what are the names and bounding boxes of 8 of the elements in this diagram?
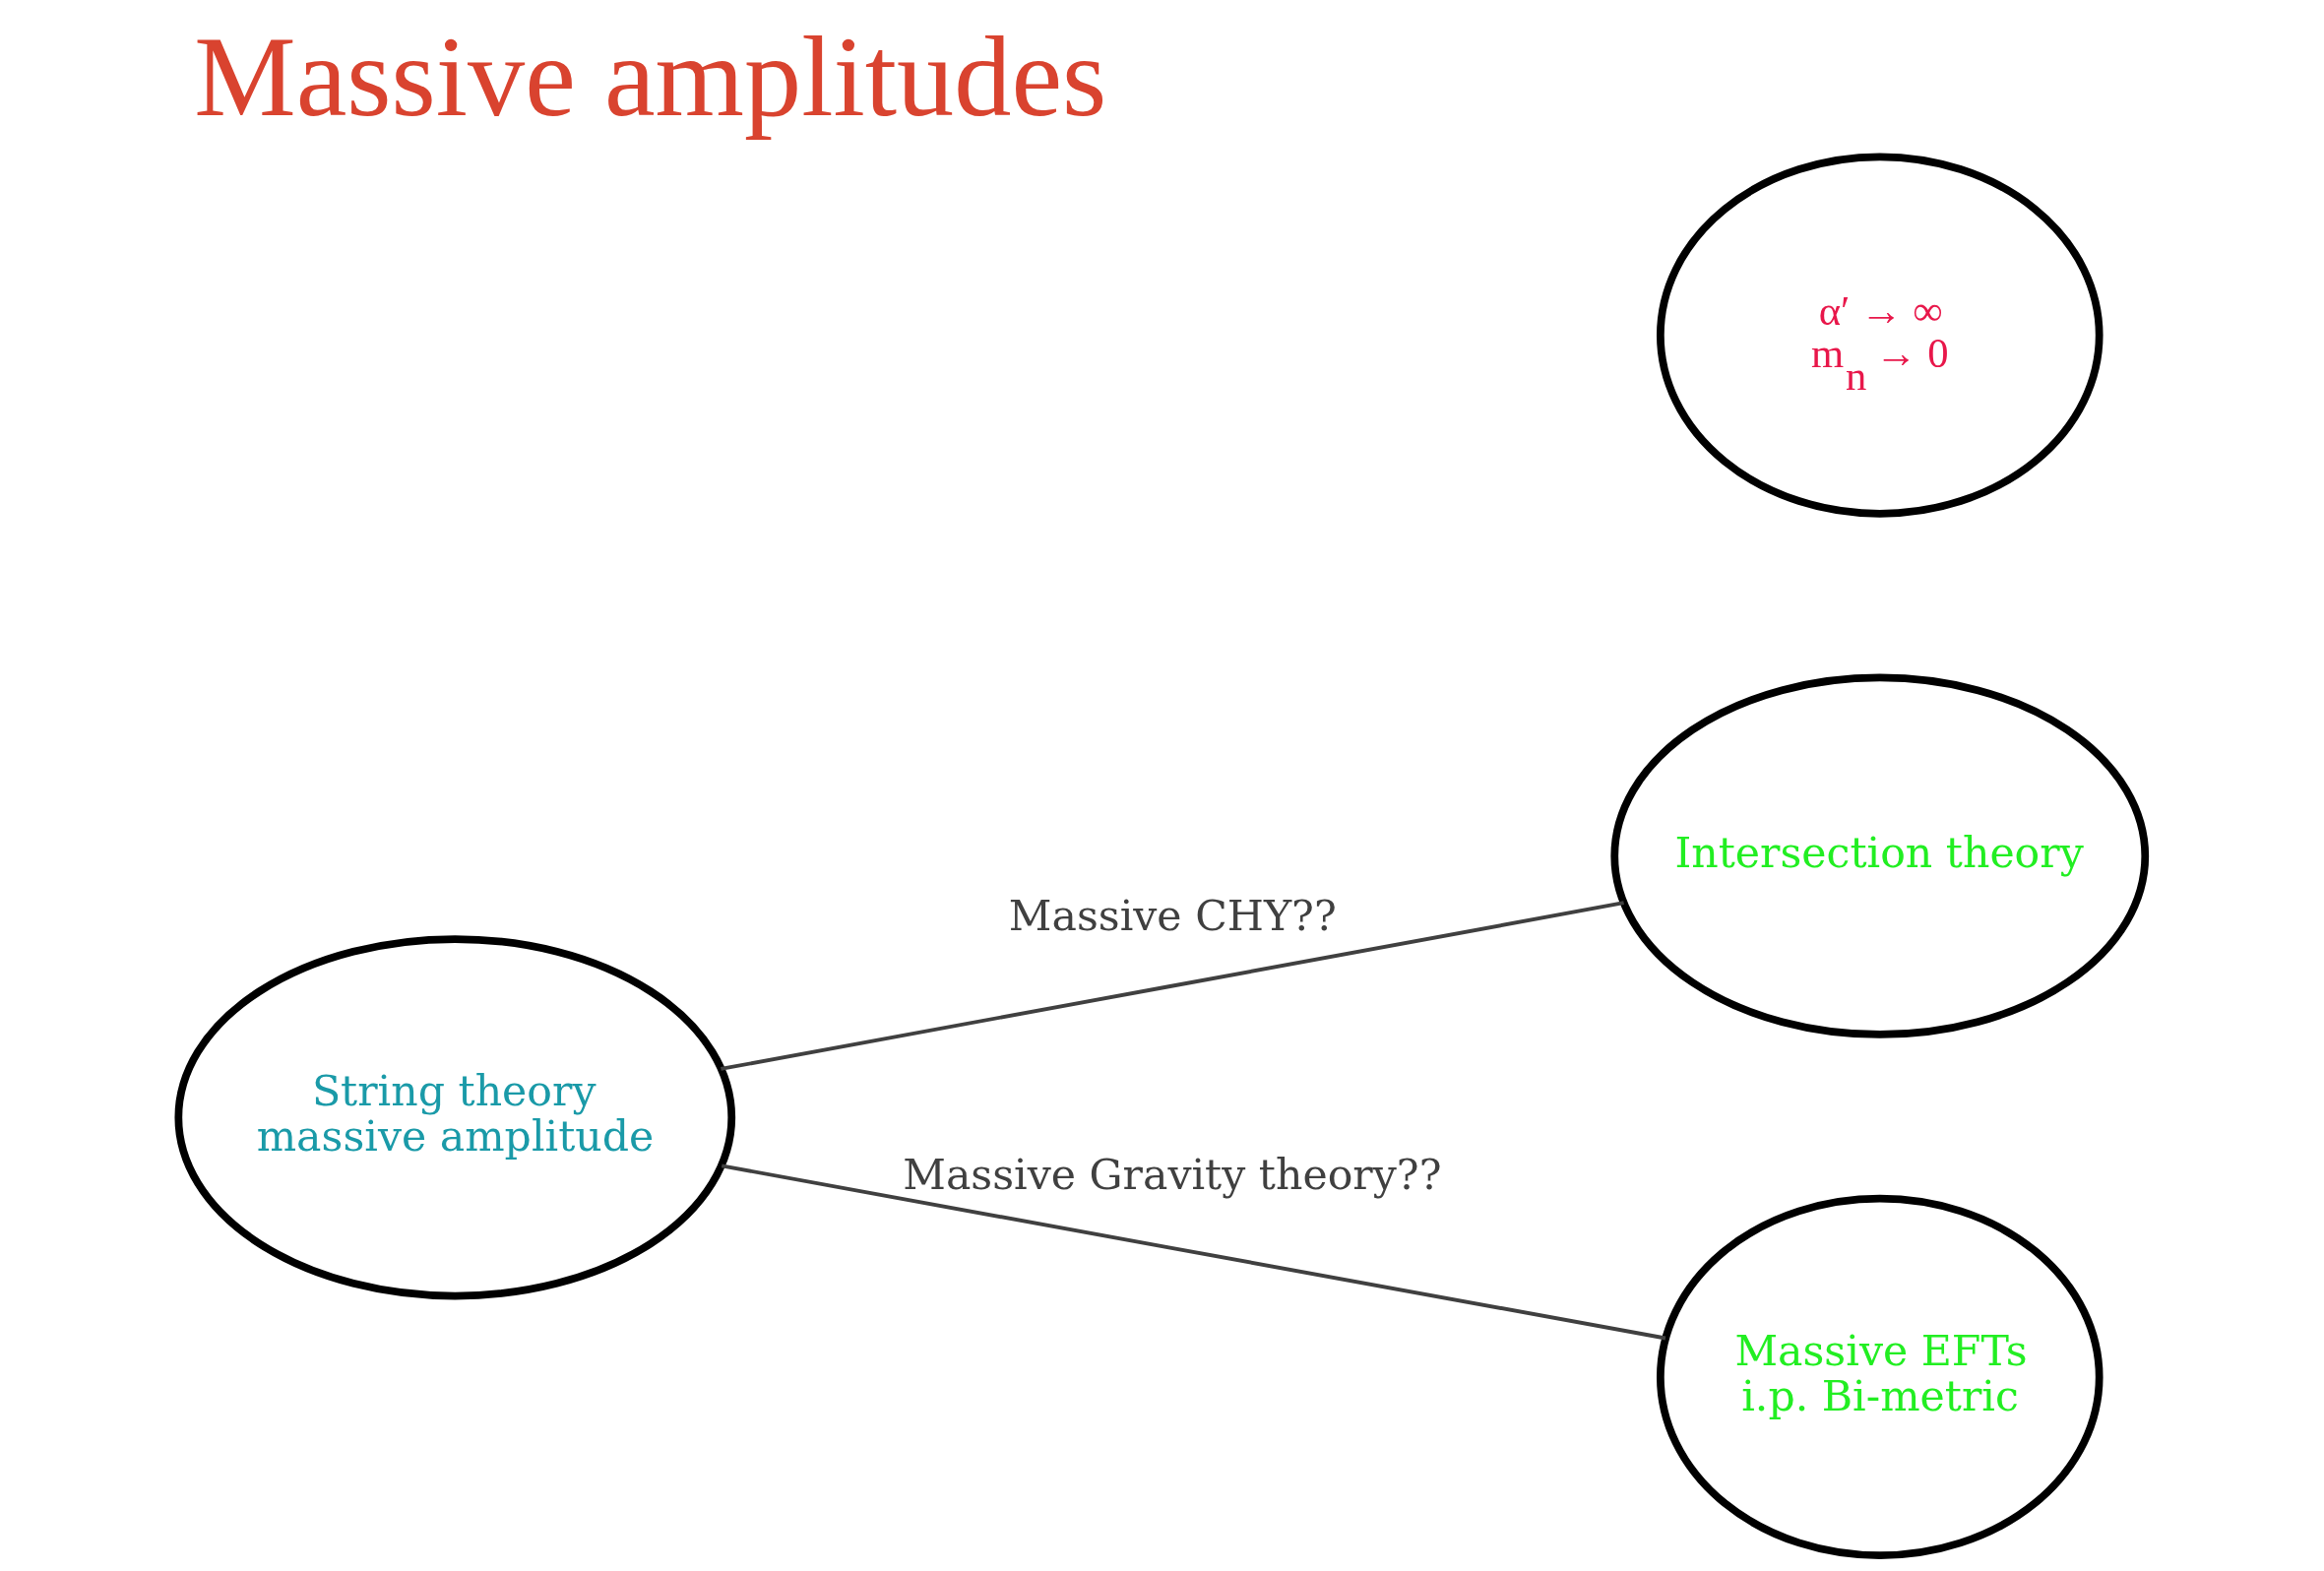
diagram-title: Massive amplitudes bbox=[194, 12, 1107, 140]
node-ellipse: String theory massive amplitude bbox=[174, 935, 736, 1300]
connector bbox=[721, 901, 1624, 1071]
node-ellipse: Massive EFTs i.p. Bi-metric bbox=[1657, 1194, 2104, 1559]
connector bbox=[721, 1163, 1666, 1341]
edge-label: Massive Gravity theory?? bbox=[903, 1150, 1442, 1200]
node-ellipse: Intersection theory bbox=[1610, 673, 2150, 1038]
edge-label: Massive CHY?? bbox=[1008, 890, 1337, 940]
